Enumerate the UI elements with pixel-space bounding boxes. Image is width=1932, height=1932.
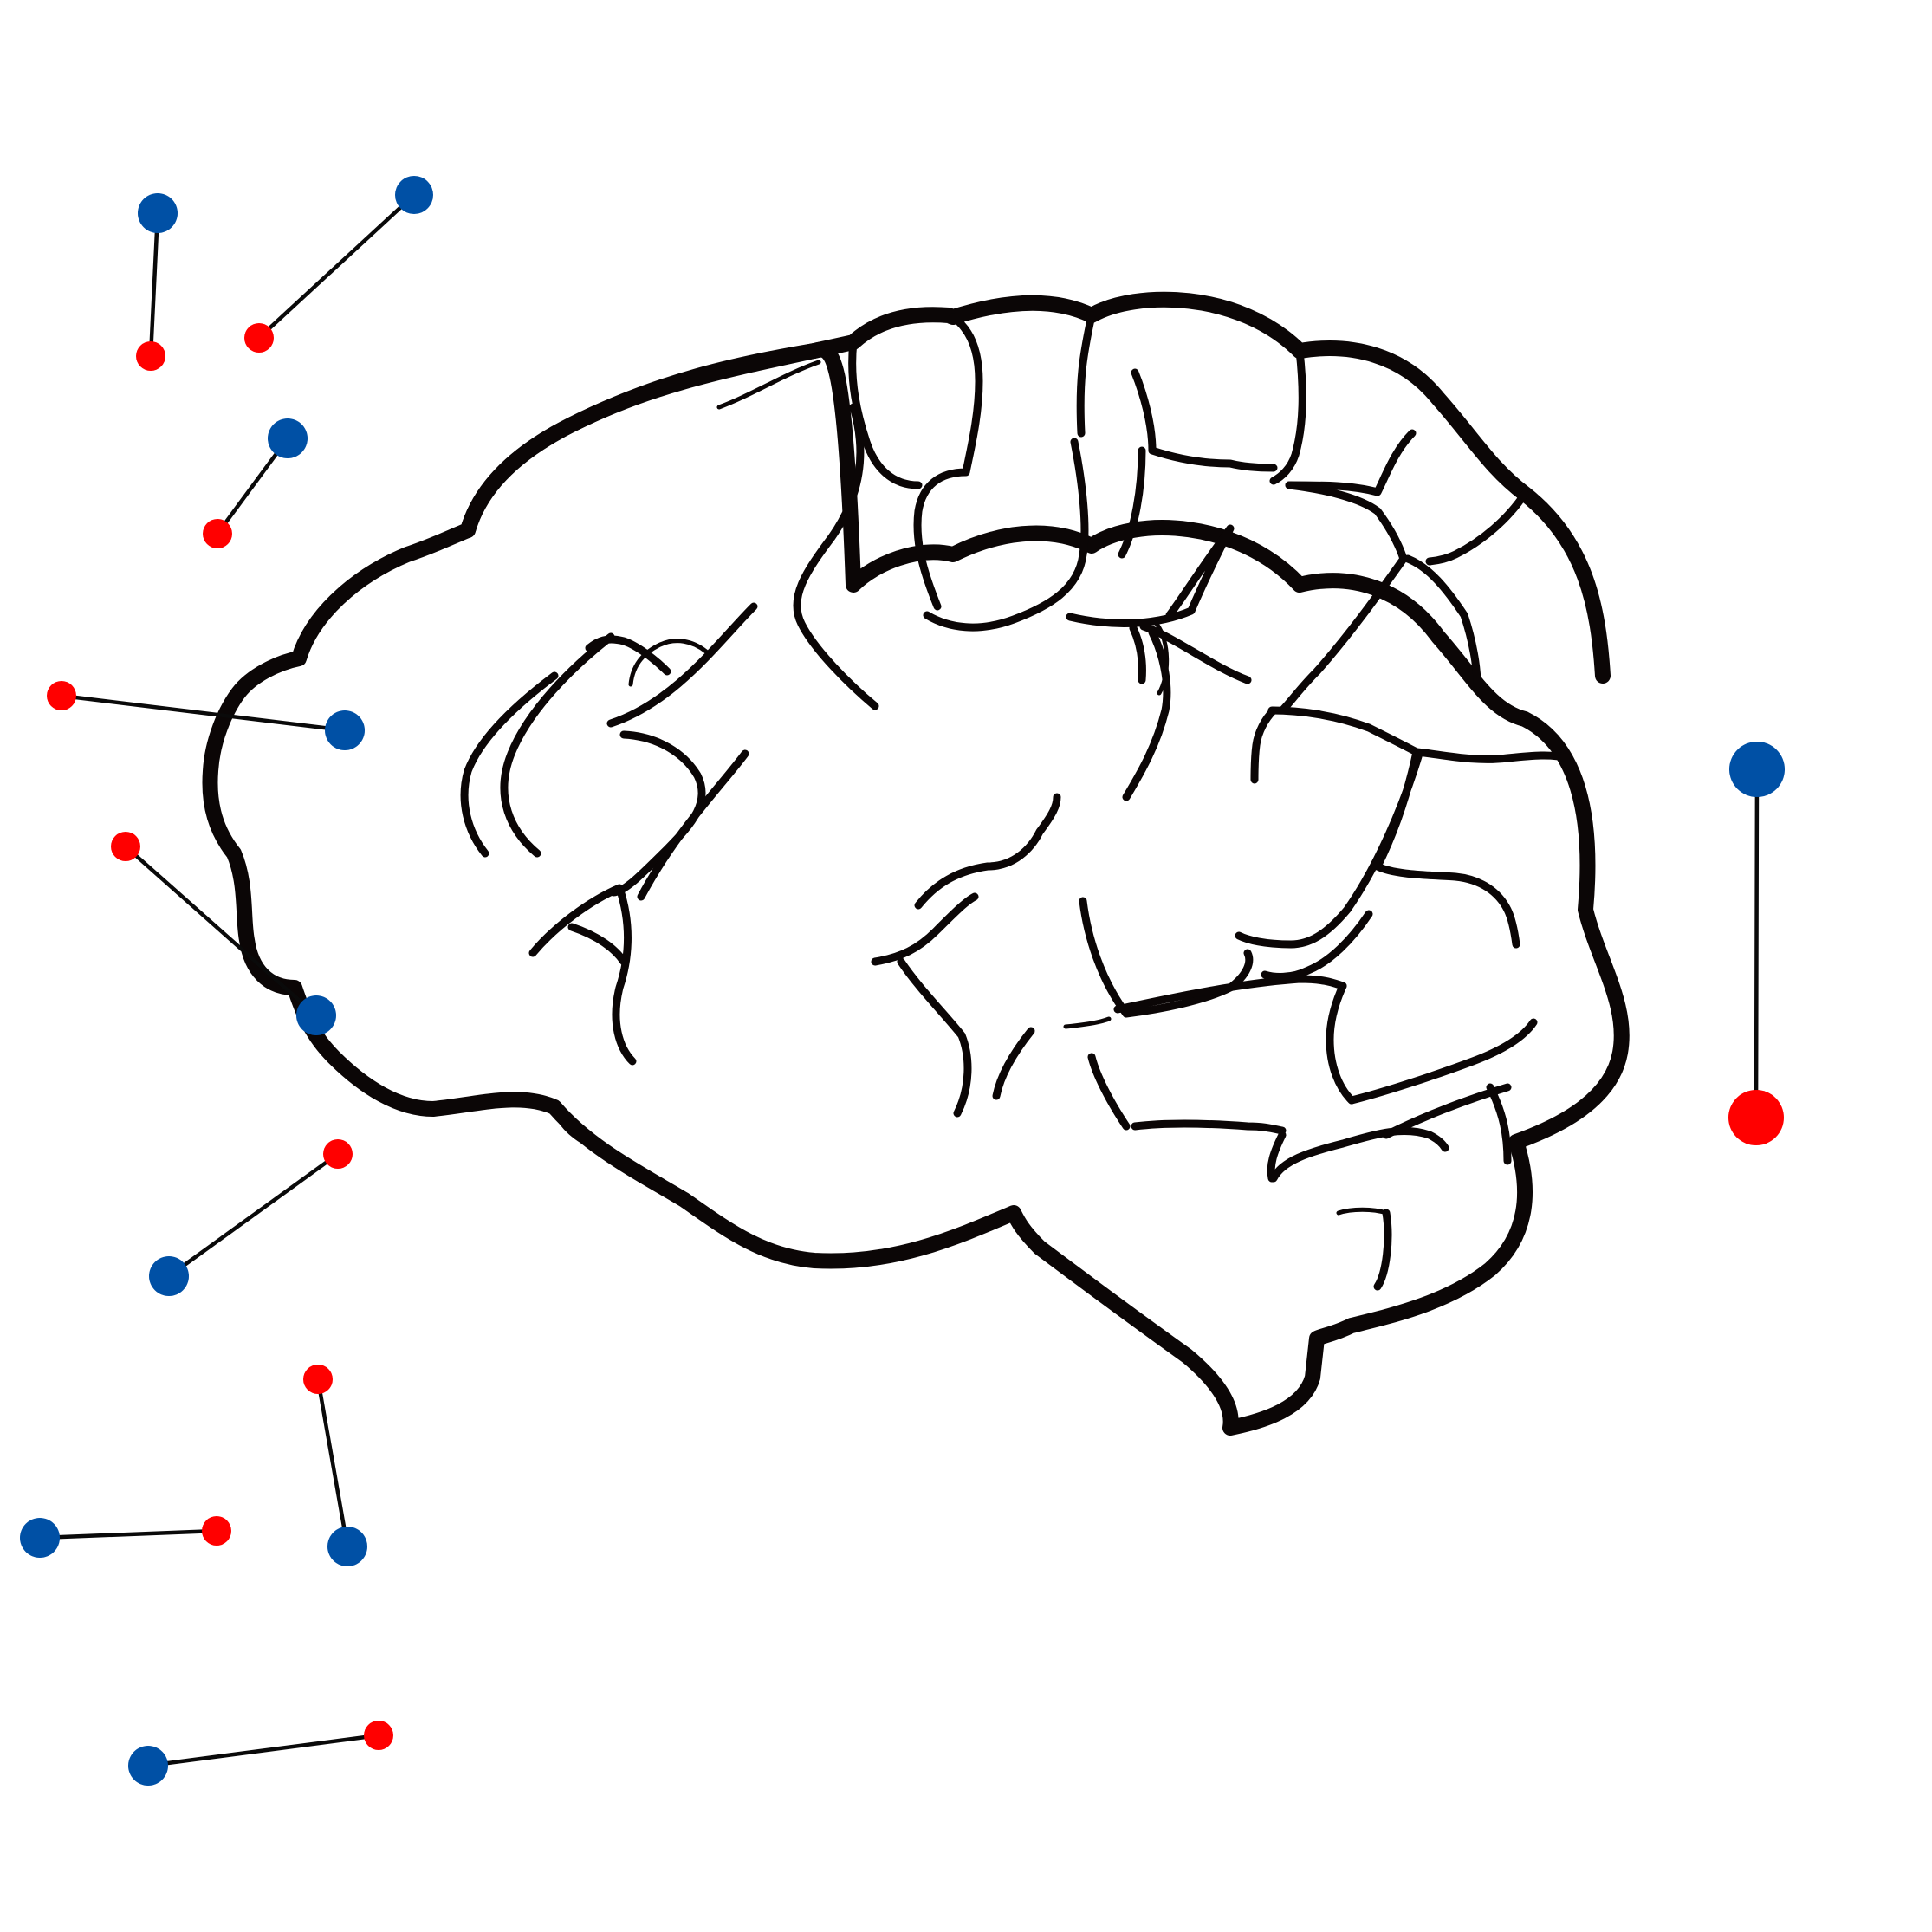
molecule-10 [1728, 742, 1785, 1145]
sulcus-parietal-11 [1412, 748, 1572, 763]
blue-atom-1 [138, 193, 178, 233]
sulcus-central-10 [871, 892, 979, 966]
sulcus-temporal-6 [1269, 1127, 1449, 1183]
blue-atom-6 [149, 1256, 189, 1296]
bond-9 [146, 1733, 381, 1768]
blue-atom-8 [20, 1518, 60, 1558]
red-atom-8 [202, 1516, 231, 1546]
sulcus-temporal-2 [1326, 982, 1356, 1105]
sulcus-parietal-8 [1425, 489, 1529, 566]
sulcus-frontal-4 [628, 639, 709, 687]
sulcus-temporal-4 [1131, 1119, 1287, 1135]
blue-atom-5 [296, 995, 336, 1035]
red-atom-3 [203, 519, 232, 548]
sulcus-frontal-1 [848, 338, 923, 489]
sulcus-parietal-7 [1404, 554, 1481, 689]
red-atom-2 [244, 323, 274, 353]
molecule-5 [111, 832, 336, 1035]
sulcus-frontal-10 [460, 671, 559, 858]
sulcus-parietal-13 [1373, 862, 1520, 949]
blue-atom-9 [128, 1746, 168, 1786]
sulcus-parietal-2 [1285, 429, 1417, 496]
sulcus-temporal-10 [1336, 1207, 1389, 1216]
sulcus-central-1 [913, 313, 983, 611]
molecule-8 [20, 1516, 231, 1558]
molecule-6 [149, 1139, 353, 1296]
molecule-7 [303, 1365, 367, 1566]
sulcus-central-6 [1122, 628, 1171, 801]
red-atom-6 [323, 1139, 353, 1169]
sulcus-temporal-3 [1347, 1018, 1538, 1105]
sulcus-frontal-9 [500, 632, 615, 858]
sulcus-temporal-9 [1486, 1083, 1512, 1165]
bond-5 [123, 844, 319, 1018]
blue-atom-2 [395, 176, 433, 214]
molecules-group [20, 176, 1785, 1786]
sulcus-parietal-6 [1278, 554, 1408, 715]
sulcus-frontal-11 [528, 884, 637, 1066]
brain-outline [202, 341, 1630, 1436]
sulcus-central-2 [923, 438, 1089, 632]
bond-10 [1754, 767, 1760, 1120]
red-atom-4 [47, 681, 76, 710]
sulcus-frontal-8 [637, 749, 749, 901]
blue-atom-10 [1729, 742, 1785, 797]
sulcus-central-11 [897, 957, 972, 1118]
sulcus-central-7 [1154, 621, 1170, 696]
sulcus-parietal-4 [1118, 446, 1146, 559]
red-atom-10 [1728, 1090, 1784, 1145]
sulcus-frontal-5 [793, 403, 879, 710]
red-atom-9 [364, 1721, 393, 1750]
sulcus-temporal-7 [1373, 1209, 1392, 1291]
sulcus-frontal-6 [606, 602, 758, 728]
sulcus-parietal-3 [1131, 368, 1278, 472]
sulcus-central-12 [992, 1027, 1035, 1100]
molecule-1 [136, 193, 178, 371]
red-atom-5 [111, 832, 140, 861]
red-atom-7 [303, 1365, 333, 1394]
sulcus-central-14 [1063, 1016, 1112, 1029]
sulcus-parietal-14 [1235, 749, 1423, 949]
sulcus-parietal-15 [1261, 910, 1373, 981]
sulcus-central-8 [1129, 624, 1146, 684]
sulcus-central-5 [1066, 524, 1235, 627]
bond-2 [256, 192, 417, 340]
bond-1 [148, 211, 160, 359]
brain-icon [202, 291, 1630, 1436]
sulcus-central-9 [914, 793, 1061, 910]
sulcus-central-15 [1087, 1053, 1131, 1131]
sulcus-central-13 [1079, 897, 1254, 1018]
sulcus-central-3 [1076, 311, 1096, 438]
sulcus-temporal-1 [1113, 975, 1347, 1014]
bond-8 [37, 1528, 219, 1540]
blue-atom-3 [268, 418, 308, 458]
blue-atom-7 [327, 1527, 367, 1566]
sulcus-parietal-10 [1250, 706, 1278, 784]
bond-7 [315, 1377, 350, 1549]
molecule-9 [128, 1721, 393, 1786]
sulcus-parietal-1 [1269, 347, 1306, 485]
red-atom-1 [136, 341, 165, 371]
molecule-2 [244, 176, 433, 353]
molecule-3 [203, 418, 308, 548]
sulcus-parietal-5 [1285, 481, 1408, 563]
molecule-4 [47, 681, 365, 750]
sulcus-frontal-12 [567, 923, 628, 966]
sulcus-frontal-2 [716, 360, 821, 410]
sulcus-frontal-3 [585, 635, 671, 676]
bond-4 [59, 693, 347, 733]
sulcus-parietal-9 [1267, 706, 1421, 756]
blue-atom-4 [325, 710, 365, 750]
bond-6 [166, 1151, 340, 1279]
